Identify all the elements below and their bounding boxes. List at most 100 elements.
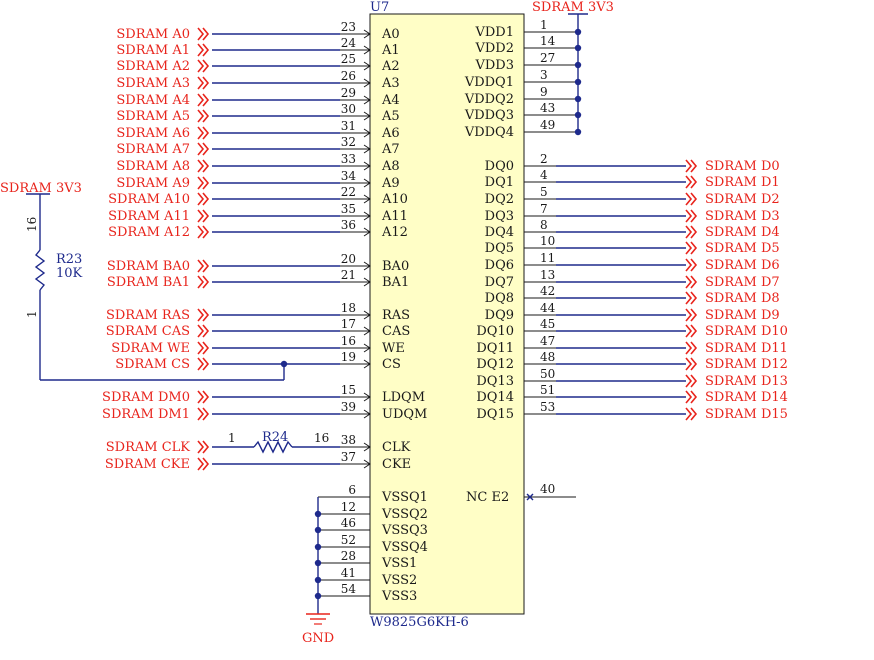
r23-resistor[interactable] — [26, 193, 288, 381]
pin-number: 43 — [540, 101, 555, 115]
net-label: SDRAM BA1 — [107, 275, 190, 290]
pin-name: CAS — [382, 324, 410, 339]
pin-number: 38 — [341, 433, 356, 447]
pin-name: VDD2 — [474, 41, 514, 56]
net-port-arrow — [685, 390, 693, 404]
pin-name: WE — [382, 341, 405, 356]
u7-ref-label: U7 — [370, 0, 389, 15]
net-port-arrow — [197, 176, 205, 190]
pin-number: 31 — [341, 119, 356, 133]
net-port-arrow — [685, 192, 693, 206]
pin-name: VSSQ3 — [381, 523, 428, 538]
net-label: SDRAM A4 — [116, 93, 190, 108]
pin-number: 36 — [341, 218, 356, 232]
pin-name: VDDQ2 — [464, 92, 514, 107]
pin-name: A1 — [381, 43, 400, 58]
net-port-arrow — [197, 109, 205, 123]
net-port-arrow — [197, 27, 205, 41]
u7-body[interactable] — [369, 13, 525, 615]
pin-number: 12 — [341, 500, 356, 514]
r24-resistor[interactable] — [253, 440, 293, 454]
pin-number: 19 — [341, 350, 356, 364]
pin-number: 22 — [341, 185, 356, 199]
power-left-label: SDRAM 3V3 — [0, 181, 82, 196]
power-pin-group: 1VDD114VDD227VDD33VDDQ19VDDQ243VDDQ349VD… — [464, 18, 582, 140]
net-label: SDRAM A5 — [116, 109, 190, 124]
pin-number: 17 — [341, 317, 356, 331]
net-port-arrow — [197, 225, 205, 239]
pin-number: 44 — [540, 301, 556, 315]
pin-name: A11 — [381, 209, 408, 224]
net-label: SDRAM A1 — [116, 43, 190, 58]
pin-number: 35 — [341, 202, 356, 216]
net-label: SDRAM CKE — [105, 457, 190, 472]
pin-name: UDQM — [382, 407, 427, 422]
ground-label: GND — [302, 631, 334, 646]
pin-number: 26 — [341, 69, 356, 83]
pin-name: VSSQ1 — [381, 490, 428, 505]
pin-name: BA1 — [382, 275, 409, 290]
pin-number: 14 — [540, 34, 556, 48]
net-port-arrow — [197, 126, 205, 140]
pin-name: BA0 — [382, 259, 409, 274]
pin-name: DQ3 — [485, 209, 514, 224]
net-label: SDRAM D5 — [705, 241, 780, 256]
pin-name: A8 — [381, 159, 400, 174]
net-label: SDRAM D10 — [705, 324, 788, 339]
no-connect-mark — [526, 493, 534, 501]
net-port-arrow — [685, 324, 693, 338]
r23-ref: R23 — [56, 252, 82, 267]
